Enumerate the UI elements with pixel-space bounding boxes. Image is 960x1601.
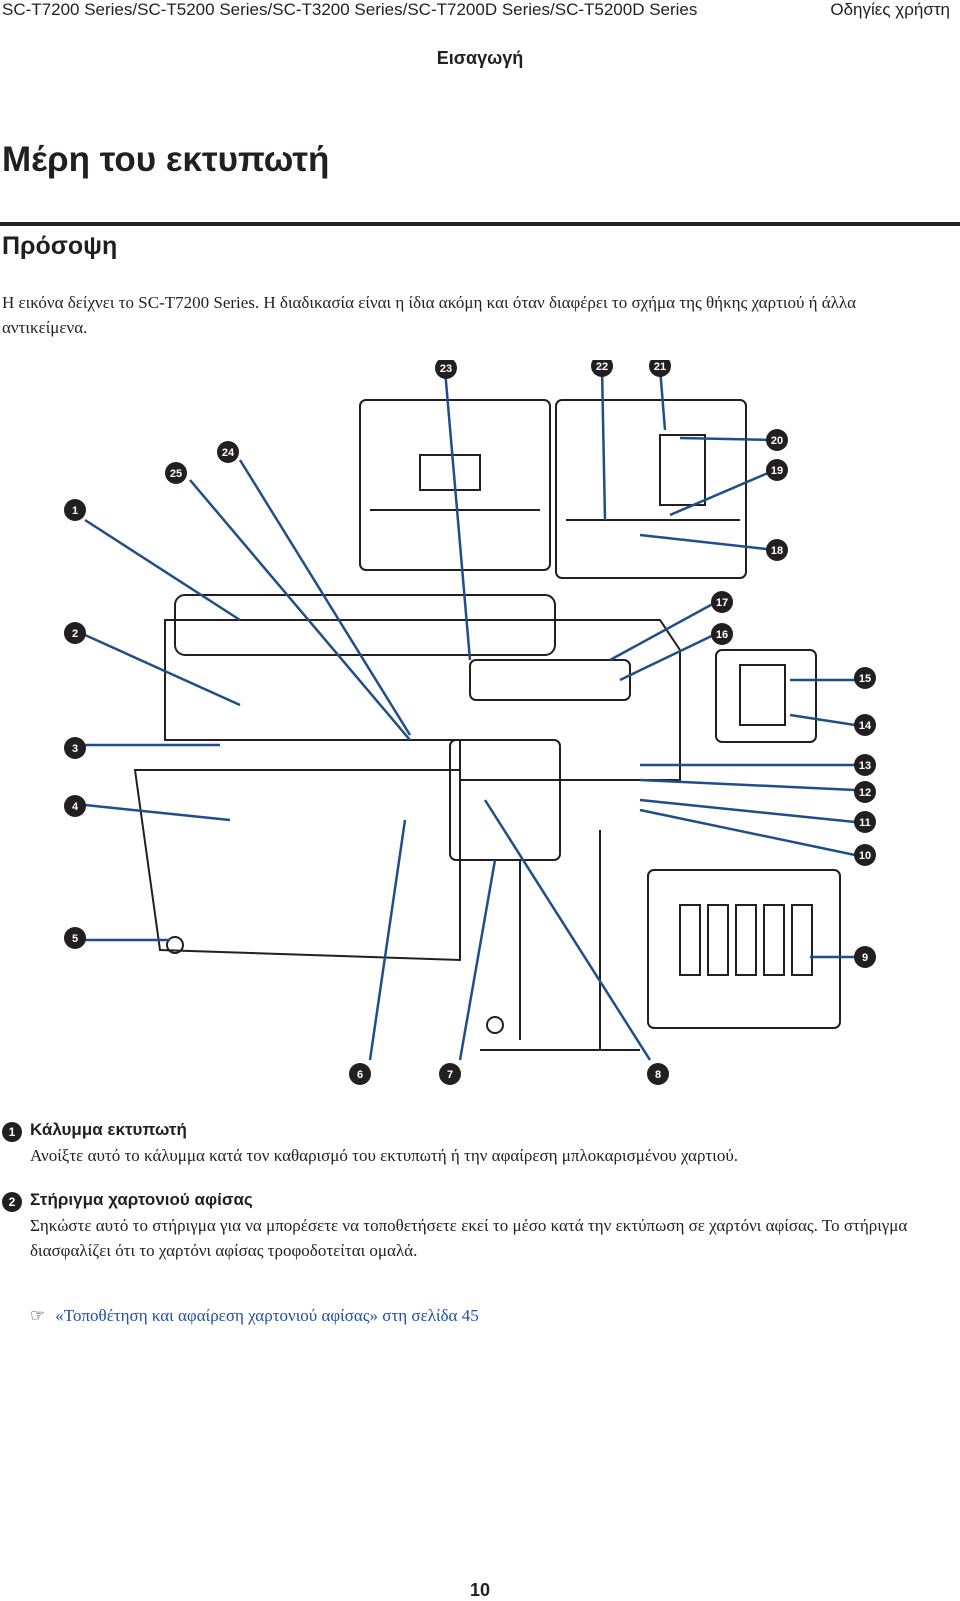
printer-body	[164, 619, 681, 781]
inset-cartridge-frame	[359, 399, 551, 571]
callout-label-2: 2	[72, 628, 78, 640]
side-panel	[449, 739, 561, 861]
callout-marker-23	[435, 360, 457, 379]
cross-reference: ☞ «Τοποθέτηση και αφαίρεση χαρτονιού αφί…	[30, 1306, 479, 1326]
callout-marker-9	[854, 946, 876, 968]
callout-label-8: 8	[655, 1069, 661, 1081]
callout-marker-7	[439, 1063, 461, 1085]
callout-marker-22	[591, 360, 613, 377]
header-guide: Οδηγίες χρήστη	[830, 0, 950, 19]
intro-text: Η εικόνα δείχνει το SC-T7200 Series. Η δ…	[2, 293, 857, 337]
callout-label-21: 21	[654, 361, 666, 373]
wheel-left	[166, 936, 184, 954]
callout-marker-20	[766, 429, 788, 451]
callout-label-19: 19	[771, 465, 783, 477]
callout-label-14: 14	[859, 720, 872, 732]
page-number: 10	[469, 1580, 491, 1600]
header-series: SC-T7200 Series/SC-T5200 Series/SC-T3200…	[2, 0, 698, 19]
callout-marker-19	[766, 459, 788, 481]
paper-basket	[133, 769, 461, 962]
callout-label-9: 9	[862, 952, 868, 964]
callout-label-7: 7	[447, 1069, 453, 1081]
callout-label-5: 5	[72, 933, 78, 945]
callout-marker-21	[649, 360, 671, 377]
callout-label-23: 23	[440, 363, 452, 375]
callout-marker-3	[64, 737, 86, 759]
callout-label-15: 15	[859, 673, 871, 685]
callout-label-10: 10	[859, 850, 871, 862]
item-description: Σηκώστε αυτό το στήριγμα για να μπορέσετ…	[30, 1216, 908, 1260]
callout-label-18: 18	[771, 545, 783, 557]
page-title: Μέρη του εκτυπωτή	[2, 140, 330, 179]
callout-label-6: 6	[357, 1069, 363, 1081]
callout-label-13: 13	[859, 760, 871, 772]
callout-marker-2	[64, 622, 86, 644]
inset-port-frame	[715, 649, 817, 743]
item-description: Ανοίξτε αυτό το κάλυμμα κατά τον καθαρισ…	[30, 1146, 739, 1165]
reference-link[interactable]: «Τοποθέτηση και αφαίρεση χαρτονιού αφίσα…	[55, 1306, 479, 1325]
callout-marker-5	[64, 927, 86, 949]
callout-marker-12	[854, 781, 876, 803]
callout-label-24: 24	[222, 447, 235, 459]
callout-label-16: 16	[716, 629, 728, 641]
callout-label-1: 1	[72, 505, 78, 517]
callout-label-3: 3	[72, 743, 78, 755]
callout-marker-10	[854, 844, 876, 866]
callout-marker-18	[766, 539, 788, 561]
control-panel	[469, 659, 631, 701]
callout-marker-24	[217, 441, 239, 463]
callout-marker-13	[854, 754, 876, 776]
callout-marker-25	[165, 462, 187, 484]
callout-marker-15	[854, 667, 876, 689]
wheel-right	[486, 1016, 504, 1034]
callout-marker-1	[64, 499, 86, 521]
callout-label-17: 17	[716, 597, 728, 609]
callout-marker-6	[349, 1063, 371, 1085]
item-title: Κάλυμμα εκτυπωτή	[30, 1120, 187, 1139]
callout-marker-4	[64, 795, 86, 817]
callout-marker-16	[711, 623, 733, 645]
callout-marker-17	[711, 591, 733, 613]
inset-ink-frame	[647, 869, 841, 1029]
callout-label-20: 20	[771, 435, 783, 447]
callout-marker-14	[854, 714, 876, 736]
callout-label-12: 12	[859, 787, 871, 799]
item-marker: 1	[2, 1122, 22, 1142]
callout-label-4: 4	[72, 801, 79, 813]
inset-roll-frame	[555, 399, 747, 579]
callout-label-22: 22	[596, 361, 608, 373]
section-title: Εισαγωγή	[436, 48, 524, 68]
item-title: Στήριγμα χαρτονιού αφίσας	[30, 1190, 253, 1209]
subsection-title: Πρόσοψη	[2, 232, 118, 260]
printer-cover	[174, 594, 556, 656]
item-marker: 2	[2, 1192, 22, 1212]
pointing-hand-icon: ☞	[30, 1306, 46, 1325]
callout-marker-8	[647, 1063, 669, 1085]
title-rule	[0, 222, 960, 226]
callout-marker-11	[854, 811, 876, 833]
callout-label-11: 11	[859, 817, 871, 829]
callout-label-25: 25	[170, 468, 182, 480]
